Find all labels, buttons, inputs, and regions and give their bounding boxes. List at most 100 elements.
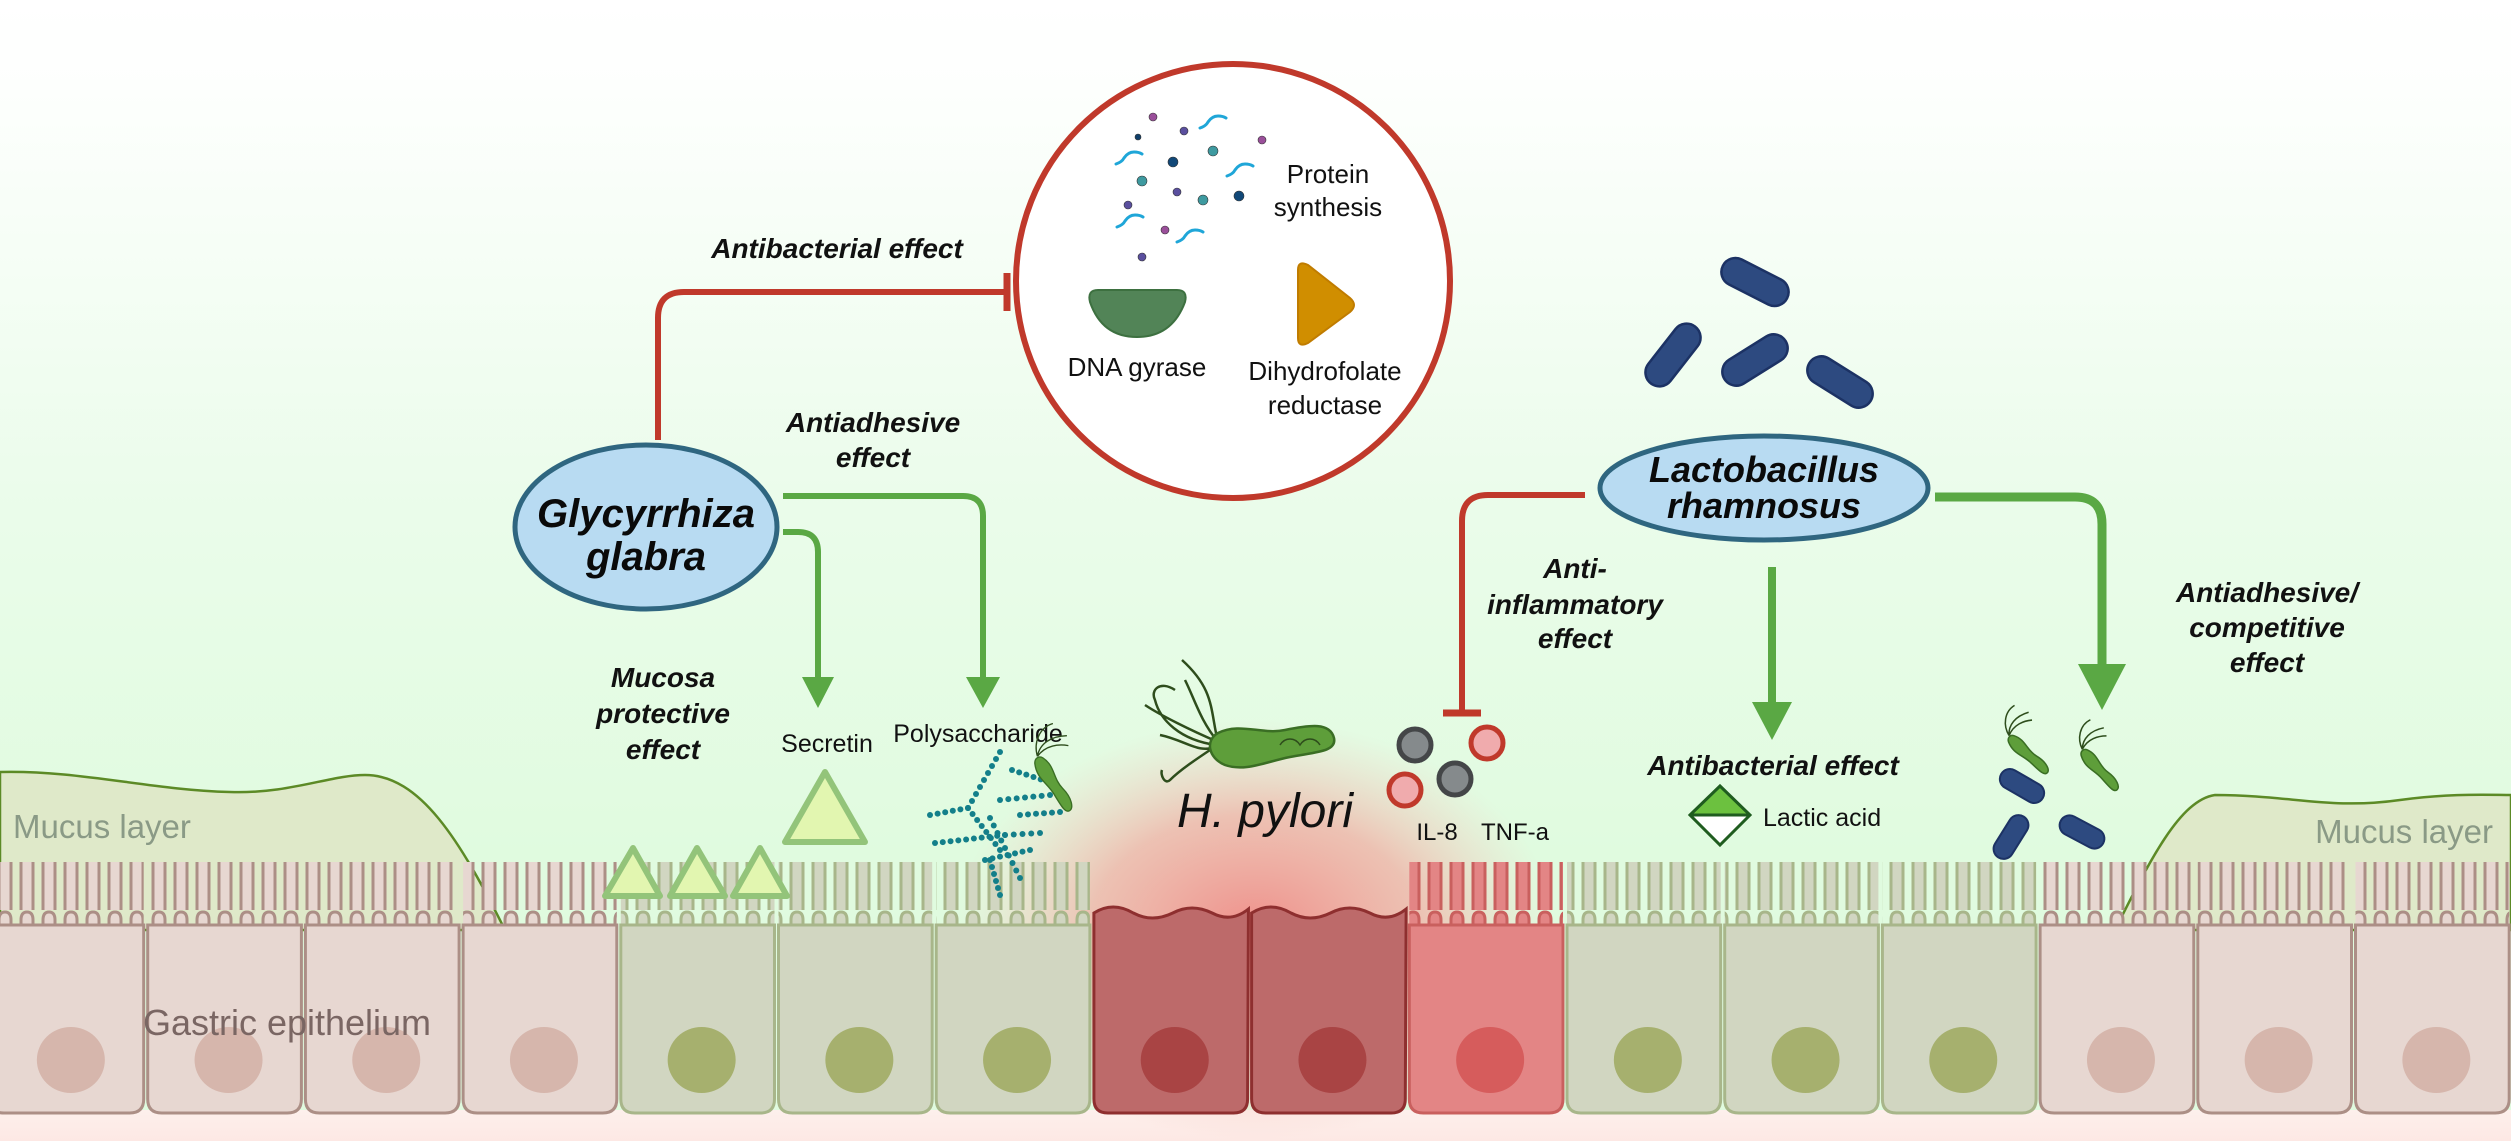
amino-acid-particle [1233,190,1245,202]
amino-acid-particle [1197,194,1209,206]
polysaccharide-unit [1010,831,1017,838]
cell-nucleus [1613,1027,1682,1093]
secretin-icon [782,769,868,845]
cell-body [0,923,146,1115]
cell-nucleus [2402,1027,2471,1093]
microvilli [1724,862,1879,929]
epithelium-cells [0,862,2511,1115]
epithelial-cell-normal [2038,862,2196,1115]
antiadhesive-competitive-arrow [1935,492,2107,670]
polysaccharide-unit [939,839,946,846]
polysaccharide-unit [969,798,975,804]
polysaccharide-unit [927,812,933,818]
microvilli [1567,862,1721,929]
polysaccharide-unit [947,838,954,845]
polysaccharide-label: Polysaccharide [893,720,1063,748]
polysaccharide-unit [942,809,949,816]
secretin-triangle-small [667,845,728,899]
cell-nucleus [2244,1027,2313,1093]
amino-acid-particle [1148,112,1158,122]
glycyrrhiza-antibacterial-label: Antibacterial effect [710,233,964,264]
cell-body [1723,923,1880,1115]
glycyrrhiza-antibacterial-inhibition-arrow [655,289,1007,440]
polysaccharide-unit [978,834,985,841]
polysaccharide-unit [1025,811,1031,818]
polysaccharide-unit [989,763,995,769]
cell-nucleus [194,1027,263,1093]
polysaccharide-unit [1047,792,1053,798]
anti-inflammatory-label-1: Anti- [1542,553,1607,584]
epithelial-cell-normal [0,862,146,1115]
polysaccharide-unit [1017,875,1023,881]
microvilli [2197,862,2352,929]
cell-nucleus [352,1027,421,1093]
h-pylori-small-icon [1034,722,1073,812]
polysaccharide-unit [997,892,1003,898]
polysaccharide-unit [983,829,990,835]
polysaccharide-unit [1030,793,1037,800]
polysaccharide-icon [927,749,1063,898]
mucosa-protective-label-3: effect [626,734,702,765]
amino-acid-particle [1137,252,1147,262]
polysaccharide-unit [1016,769,1023,776]
cell-body [2354,923,2511,1115]
polysaccharide-unit [998,837,1005,844]
epithelial-cell-protected [777,862,934,1115]
lactobacillus-line1: Lactobacillus [1649,449,1879,490]
polysaccharide-unit [995,885,1001,891]
microvilli [1409,862,1563,929]
polysaccharide-unit [1005,852,1012,859]
antiadhesive-arrow [783,493,986,678]
h-pylori-small-icon [2004,704,2049,775]
polysaccharide-unit [1037,830,1043,836]
il8-molecule [1436,760,1474,798]
lactic-acid-label: Lactic acid [1763,804,1881,832]
amino-acid-particle [1172,187,1182,197]
polysaccharide-unit [1023,771,1030,778]
lactobacillus-rhamnosus-node[interactable]: Lactobacillus rhamnosus [1597,433,1931,543]
epithelial-cell-normal [146,862,303,1115]
polysaccharide-unit [987,815,993,821]
amino-acid-particle [1207,145,1219,157]
polysaccharide-unit [1027,847,1033,853]
polysaccharide-unit [934,810,941,817]
protein-synthesis-label-1: Protein [1287,159,1369,189]
polysaccharide-unit [978,823,985,829]
il8-molecule [1396,726,1434,764]
h-pylori-icon [1144,659,1336,783]
polysaccharide-unit [1028,830,1035,837]
cell-nucleus [983,1027,1052,1093]
microvilli [0,862,144,929]
microvilli [1882,862,2037,929]
mucosa-protective-arrowhead [802,677,834,708]
antiadhesive-competitive-arrowhead [2078,664,2126,710]
cell-nucleus [2086,1027,2155,1093]
cell-nucleus [667,1027,736,1093]
polysaccharide-unit [1038,792,1045,799]
mrna-strand [1114,150,1144,166]
dihydrofolate-reductase-icon [1297,262,1355,346]
glycyrrhiza-glabra-node[interactable]: Glycyrrhiza glabra [512,442,780,612]
cytokines-icon [1386,724,1506,809]
polysaccharide-unit [997,797,1003,803]
polysaccharide-unit [1013,867,1020,874]
epithelial-cell-damaged [1250,905,1408,1115]
antiadhesive-competitive-label-1: Antiadhesive/ [2175,577,2361,608]
mrna-strand [1115,213,1145,229]
polysaccharide-unit [1013,795,1020,802]
dna-gyrase-label: DNA gyrase [1068,352,1207,382]
cell-nucleus [1456,1027,1525,1093]
cell-body [1092,905,1250,1115]
epithelial-cell-protected [1880,862,2038,1115]
cell-body [1880,923,2038,1115]
epithelial-cell-normal [303,862,461,1115]
cell-body [1407,923,1565,1115]
cell-nucleus [1929,1027,1998,1093]
microvilli [147,862,302,929]
polysaccharide-unit [1002,845,1008,851]
polysaccharide-unit [1017,812,1023,818]
polysaccharide-unit [981,777,987,783]
polysaccharide-unit [997,749,1003,755]
polysaccharide-unit [932,840,938,846]
polysaccharide-unit [987,857,993,863]
